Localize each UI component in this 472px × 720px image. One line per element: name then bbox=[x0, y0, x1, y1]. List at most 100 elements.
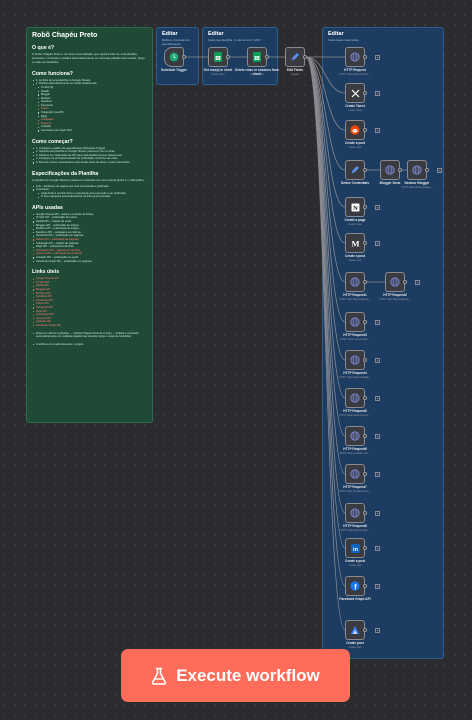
workflow-node[interactable] bbox=[345, 350, 365, 370]
add-node-button[interactable]: + bbox=[375, 433, 380, 439]
output-handle[interactable] bbox=[363, 584, 367, 588]
list-item[interactable]: Nextdoor API bbox=[32, 295, 147, 299]
list-item: Telegraph API – criação de páginas. bbox=[32, 242, 147, 246]
output-handle[interactable] bbox=[363, 396, 367, 400]
list-item[interactable]: Google Sheets API bbox=[32, 277, 147, 281]
workflow-node[interactable] bbox=[345, 120, 365, 140]
list-item[interactable]: Reddit API bbox=[32, 284, 147, 288]
add-node-button[interactable]: + bbox=[375, 240, 380, 246]
add-node-button[interactable]: + bbox=[375, 127, 380, 133]
output-handle[interactable] bbox=[265, 55, 269, 59]
add-node-button[interactable]: + bbox=[375, 583, 380, 589]
workflow-node[interactable] bbox=[345, 83, 365, 103]
output-handle[interactable] bbox=[303, 55, 307, 59]
output-handle[interactable] bbox=[182, 55, 186, 59]
add-node-button[interactable]: + bbox=[437, 167, 442, 173]
list-item[interactable]: Tumblr API bbox=[32, 281, 147, 285]
output-handle[interactable] bbox=[363, 546, 367, 550]
list-item: Nextdoor bbox=[32, 100, 147, 104]
list-item[interactable]: Facebook API bbox=[32, 299, 147, 303]
workflow-node[interactable] bbox=[345, 620, 365, 640]
workflow-node[interactable] bbox=[285, 47, 305, 67]
add-node-button[interactable]: + bbox=[375, 395, 380, 401]
output-handle[interactable] bbox=[363, 280, 367, 284]
list-item[interactable]: Notion API bbox=[32, 302, 147, 306]
list-item[interactable]: Diigo API bbox=[32, 310, 147, 314]
output-handle[interactable] bbox=[363, 434, 367, 438]
node-label: HTTP Request6 bbox=[343, 447, 367, 451]
list-item[interactable]: Medium API bbox=[32, 292, 147, 296]
output-handle[interactable] bbox=[363, 241, 367, 245]
add-node-button[interactable]: + bbox=[375, 357, 380, 363]
add-node-button[interactable]: + bbox=[375, 54, 380, 60]
workflow-node[interactable]: f bbox=[345, 576, 365, 596]
add-node-button[interactable]: + bbox=[375, 90, 380, 96]
list-item[interactable]: Instapaper API bbox=[32, 313, 147, 317]
output-handle[interactable] bbox=[363, 55, 367, 59]
workflow-node[interactable] bbox=[345, 47, 365, 67]
execute-workflow-button[interactable]: Execute workflow bbox=[121, 649, 350, 702]
output-handle[interactable] bbox=[363, 128, 367, 132]
globe-icon bbox=[385, 165, 396, 176]
workflow-node[interactable] bbox=[345, 312, 365, 332]
list-item[interactable]: Telegraph API bbox=[32, 306, 147, 310]
list-item[interactable]: LinkedIn API bbox=[32, 320, 147, 324]
output-handle[interactable] bbox=[363, 472, 367, 476]
list-item: Medium bbox=[32, 97, 147, 101]
workflow-node[interactable]: M bbox=[345, 233, 365, 253]
list-item[interactable]: Scoop.it API bbox=[32, 317, 147, 321]
list-item: Cada linha é um link único e representa … bbox=[32, 192, 147, 196]
list-item: 2. Garanta que planilha do Google Sheets… bbox=[32, 150, 147, 154]
pencil-icon bbox=[290, 52, 301, 63]
add-node-button[interactable]: + bbox=[375, 471, 380, 477]
add-node-button[interactable]: + bbox=[375, 545, 380, 551]
add-node-button[interactable]: + bbox=[375, 627, 380, 633]
workflow-node[interactable]: N bbox=[345, 197, 365, 217]
workflow-node[interactable] bbox=[345, 426, 365, 446]
add-node-button[interactable]: + bbox=[375, 319, 380, 325]
node-subtitle: sheet: sheet bbox=[250, 73, 264, 76]
workflow-node[interactable] bbox=[345, 388, 365, 408]
output-handle[interactable] bbox=[363, 628, 367, 632]
output-handle[interactable] bbox=[363, 320, 367, 324]
sticky-note-credentials[interactable]: Editar Insira suas credenciais. bbox=[322, 27, 444, 659]
output-handle[interactable] bbox=[363, 91, 367, 95]
output-handle[interactable] bbox=[403, 280, 407, 284]
workflow-node[interactable] bbox=[380, 160, 400, 180]
workflow-node[interactable] bbox=[385, 272, 405, 292]
node-label: Create a post bbox=[344, 559, 366, 563]
output-handle[interactable] bbox=[363, 205, 367, 209]
output-handle[interactable] bbox=[398, 168, 402, 172]
add-node-button[interactable]: + bbox=[415, 279, 420, 285]
node-subtitle: POST: https://www.scoop.it... bbox=[339, 414, 371, 417]
node-label: Blogger Send bbox=[379, 181, 401, 185]
output-handle[interactable] bbox=[363, 511, 367, 515]
sheets-icon bbox=[213, 52, 224, 63]
add-node-button[interactable]: + bbox=[375, 204, 380, 210]
workflow-node[interactable] bbox=[345, 464, 365, 484]
connection-line bbox=[305, 56, 346, 171]
workflow-node[interactable]: in bbox=[345, 538, 365, 558]
workflow-node[interactable] bbox=[345, 503, 365, 523]
workflow-node[interactable] bbox=[345, 160, 365, 180]
output-handle[interactable] bbox=[226, 55, 230, 59]
output-handle[interactable] bbox=[363, 168, 367, 172]
output-handle[interactable] bbox=[363, 358, 367, 362]
list-item[interactable]: Facebook Graph API bbox=[32, 324, 147, 328]
node-subtitle: POST: https://nextdoor.com... bbox=[339, 490, 371, 493]
workflow-node[interactable] bbox=[164, 47, 184, 67]
list-item[interactable]: Blogger API bbox=[32, 288, 147, 292]
list-item: Tumblr (2) bbox=[32, 86, 147, 90]
list-item: LinkedIn API – publicação em perfil. bbox=[32, 256, 147, 260]
list-item: Google Sheets API – leitura e controle d… bbox=[32, 213, 147, 217]
add-node-button[interactable]: + bbox=[375, 510, 380, 516]
output-handle[interactable] bbox=[425, 168, 429, 172]
workflow-node[interactable] bbox=[407, 160, 427, 180]
workflow-node[interactable] bbox=[208, 47, 228, 67]
workflow-node[interactable] bbox=[247, 47, 267, 67]
sticky-note-description[interactable]: Robô Chapéu Preto O que é?O Robô Chapéu … bbox=[26, 27, 153, 423]
section-paragraph: A planilha do Google Sheets precisa ter … bbox=[32, 177, 145, 182]
workflow-node[interactable] bbox=[345, 272, 365, 292]
list-item: Reddit API – criação de posts. bbox=[32, 220, 147, 224]
